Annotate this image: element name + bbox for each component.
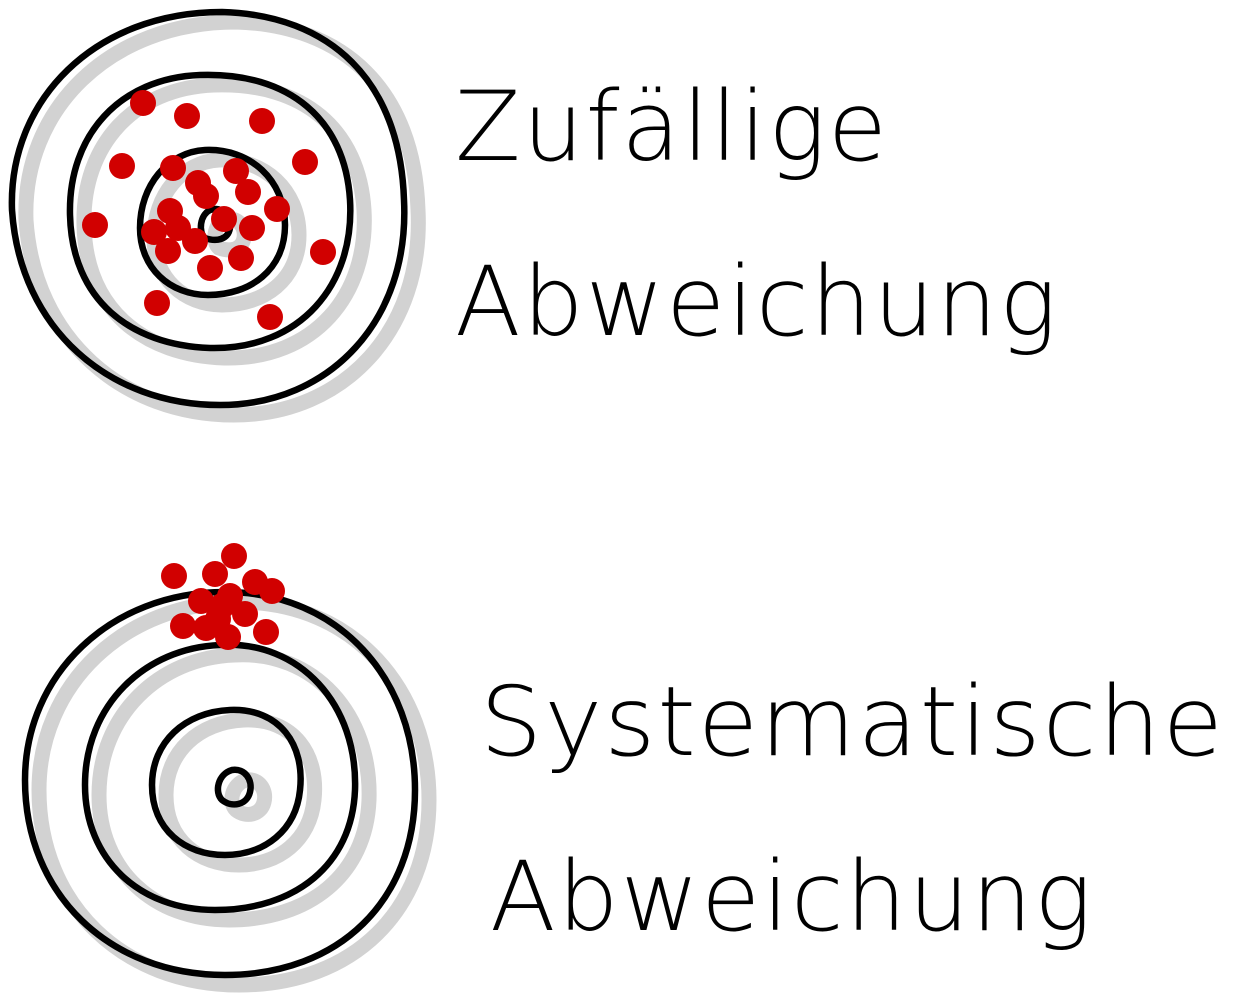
- hit-mark: [259, 578, 285, 604]
- inner-ring: [136, 146, 289, 299]
- label-systematic-line1: Systematische: [480, 666, 1225, 778]
- outer-ring: [8, 8, 408, 409]
- hit-mark: [155, 238, 181, 264]
- hit-mark: [170, 613, 196, 639]
- target-random-shadows: [18, 14, 426, 423]
- target-systematic-rings: [21, 588, 419, 979]
- hit-mark: [160, 155, 186, 181]
- hit-mark: [141, 219, 167, 245]
- outer-ring: [21, 588, 419, 979]
- hit-mark: [109, 153, 135, 179]
- hit-mark: [239, 215, 265, 241]
- hit-mark: [193, 183, 219, 209]
- hit-mark: [249, 108, 275, 134]
- middle-ring: [81, 641, 359, 914]
- hit-mark: [223, 158, 249, 184]
- target-random: [8, 8, 426, 423]
- label-systematic-line2: Abweichung: [490, 841, 1094, 953]
- hit-mark: [253, 619, 279, 645]
- hits-random: [82, 90, 336, 330]
- hit-mark: [193, 615, 219, 641]
- label-random-line1: Zufällige: [455, 71, 889, 183]
- hits-systematic: [161, 543, 285, 650]
- hit-mark: [310, 239, 336, 265]
- hit-mark: [209, 593, 235, 619]
- target-random-rings: [8, 8, 408, 409]
- hit-mark: [174, 103, 200, 129]
- hit-mark: [202, 561, 228, 587]
- hit-mark: [188, 588, 214, 614]
- hit-mark: [215, 624, 241, 650]
- target-systematic: [21, 543, 437, 993]
- hit-mark: [235, 179, 261, 205]
- middle-ring: [66, 71, 354, 352]
- label-random-line2: Abweichung: [455, 246, 1059, 358]
- inner-ring: [148, 706, 304, 859]
- hit-mark: [197, 255, 223, 281]
- hit-mark: [211, 206, 237, 232]
- hit-mark: [144, 290, 170, 316]
- target-systematic-shadows: [31, 594, 437, 993]
- hit-mark: [221, 543, 247, 569]
- hit-mark: [165, 215, 191, 241]
- hit-mark: [264, 196, 290, 222]
- hit-mark: [257, 304, 283, 330]
- bullseye: [214, 766, 254, 808]
- hit-mark: [161, 563, 187, 589]
- hit-mark: [130, 90, 156, 116]
- hit-mark: [82, 212, 108, 238]
- hit-mark: [232, 601, 258, 627]
- hit-mark: [292, 149, 318, 175]
- hit-mark: [228, 245, 254, 271]
